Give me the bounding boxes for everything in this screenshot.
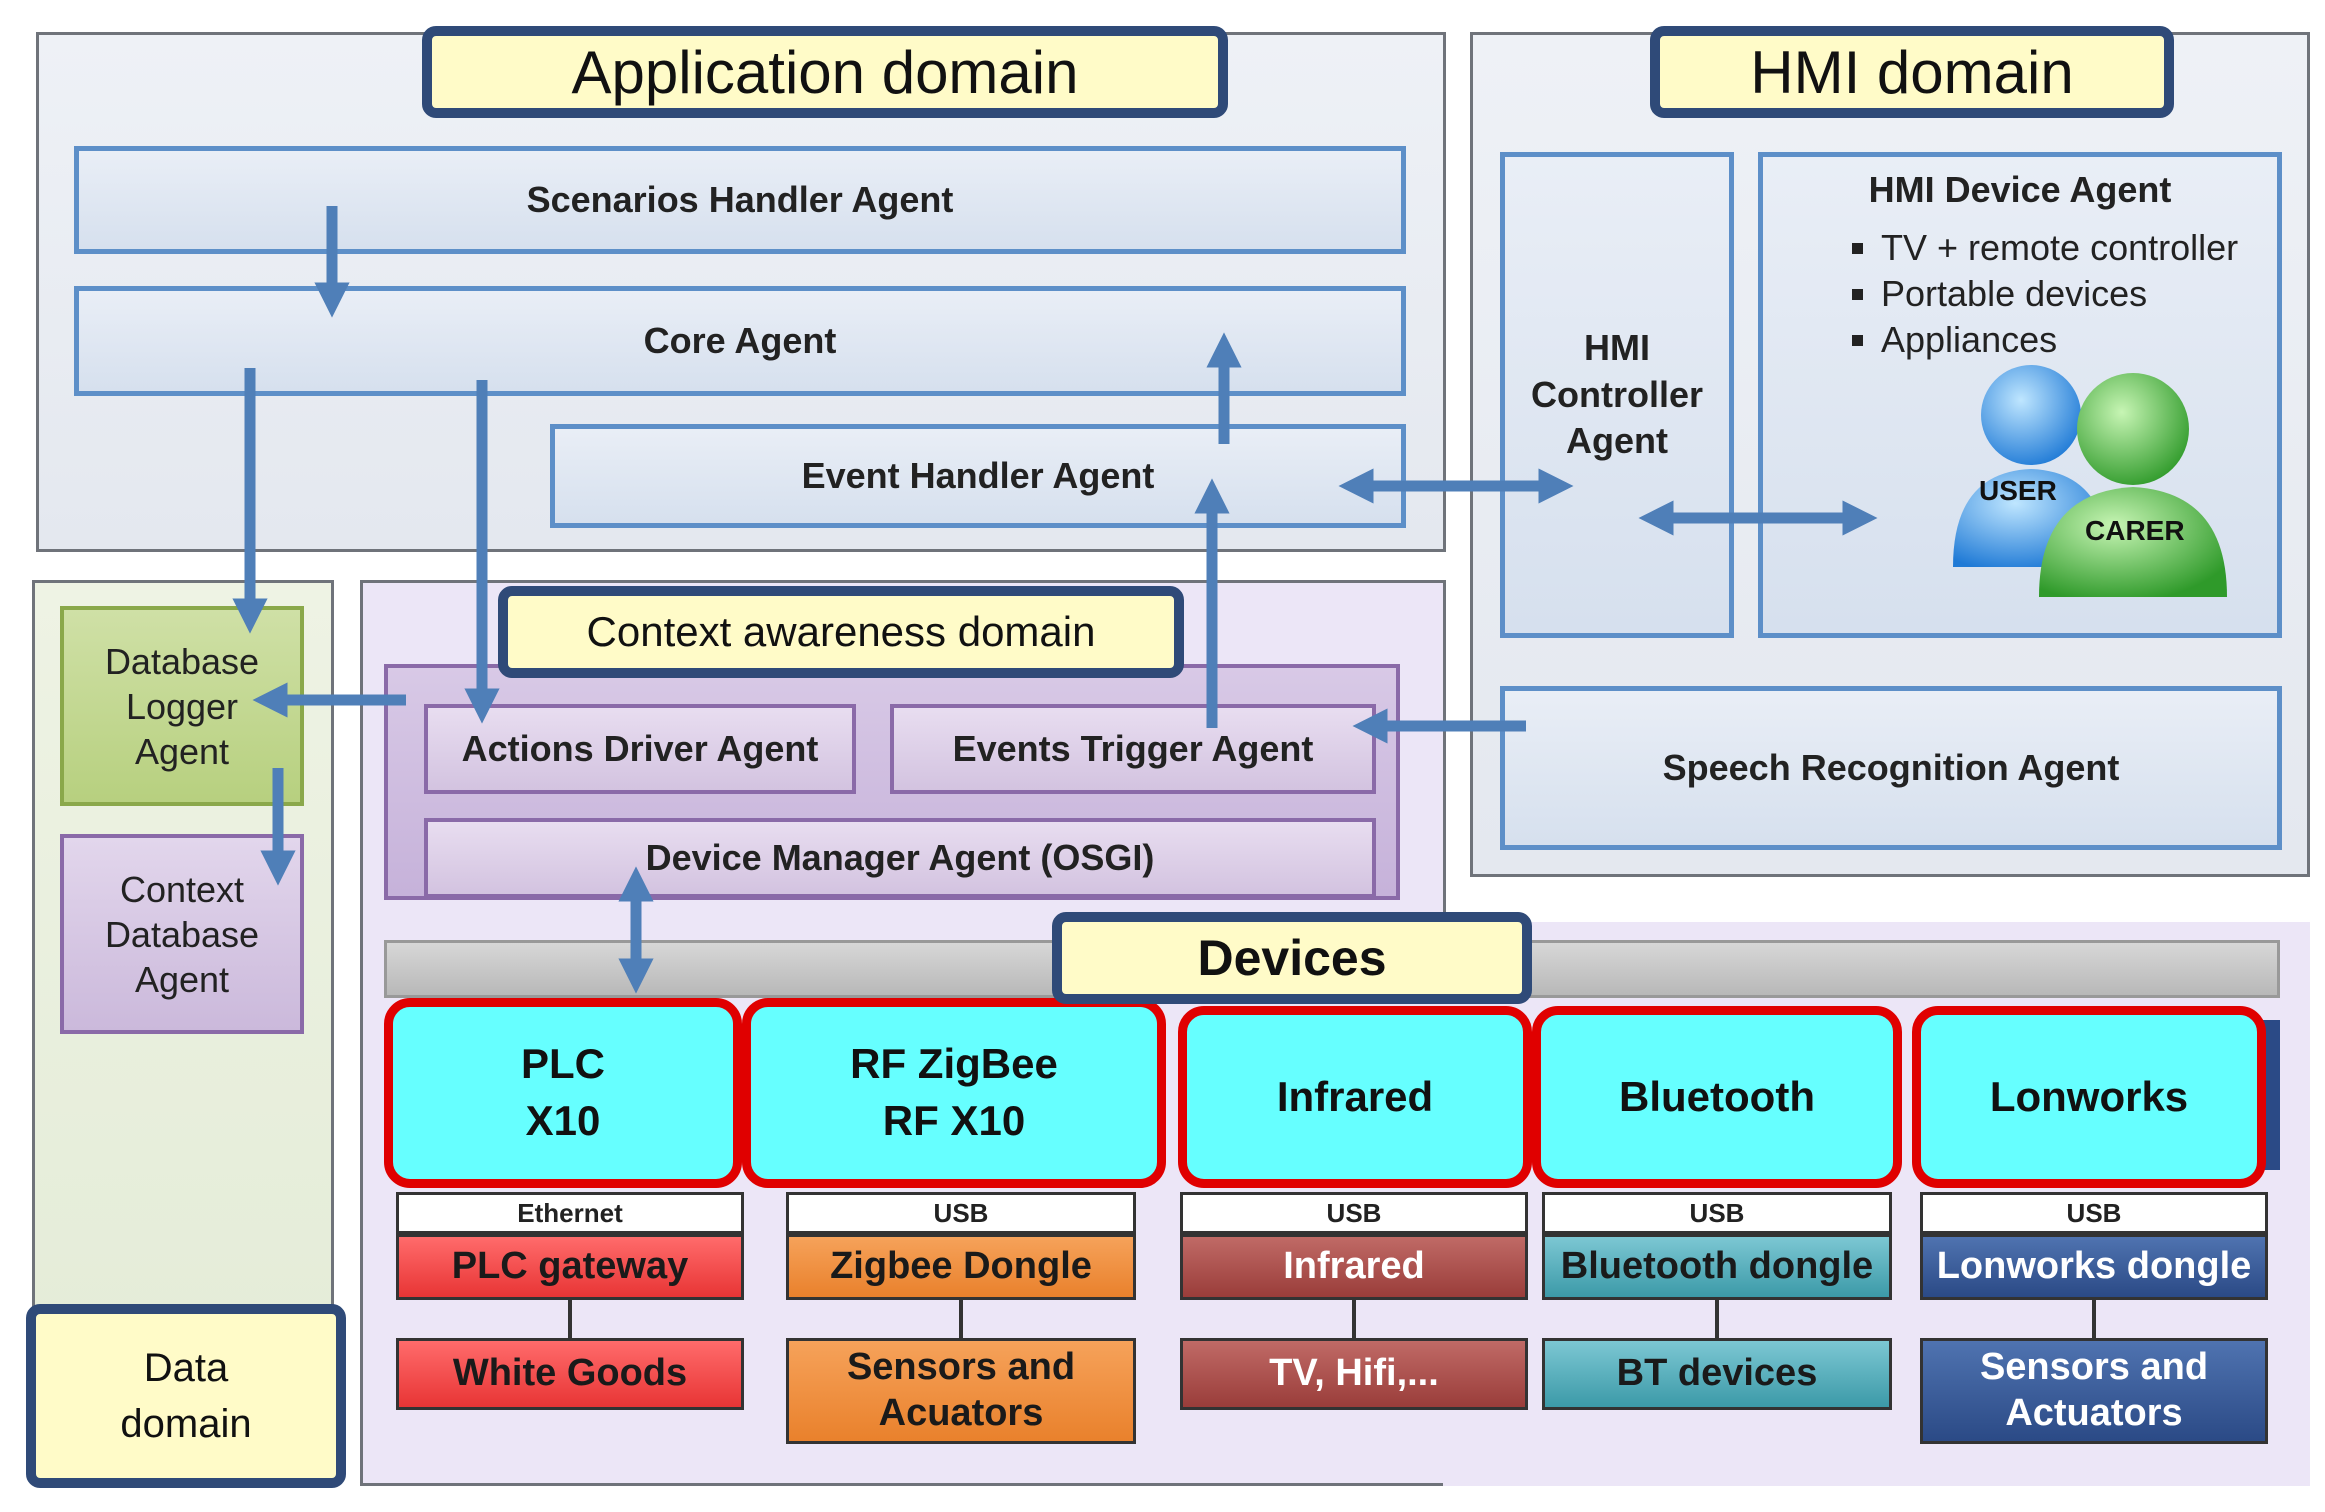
target-tile[interactable]: BT devices [1542, 1338, 1892, 1410]
scenarios-handler-agent[interactable]: Scenarios Handler Agent [74, 146, 1406, 254]
scenarios-handler-label: Scenarios Handler Agent [526, 179, 954, 220]
hmi-controller-agent[interactable]: HMI Controller Agent [1500, 152, 1734, 638]
hmi-device-agent-title: HMI Device Agent [1868, 169, 2172, 210]
device-lonworks[interactable]: Lonworks [1912, 1006, 2266, 1188]
target-tile[interactable]: TV, Hifi,... [1180, 1338, 1528, 1410]
hmi-controller-line-1: HMI [1584, 326, 1650, 368]
database-logger-agent[interactable]: Database Logger Agent [60, 606, 304, 806]
hmi-device-item: Portable devices [1881, 271, 2277, 317]
hmi-device-list: TV + remote controller Portable devices … [1763, 225, 2277, 363]
actions-driver-agent[interactable]: Actions Driver Agent [424, 704, 856, 794]
connection-label: USB [1180, 1192, 1528, 1234]
link-line [568, 1300, 572, 1338]
core-agent-label: Core Agent [643, 320, 837, 361]
adapter-tile[interactable]: PLC gateway [396, 1234, 744, 1300]
connection-label: USB [1920, 1192, 2268, 1234]
speech-recognition-agent[interactable]: Speech Recognition Agent [1500, 686, 2282, 850]
device-manager-agent[interactable]: Device Manager Agent (OSGI) [424, 818, 1376, 898]
speech-agent-label: Speech Recognition Agent [1662, 747, 2120, 788]
link-line [2092, 1300, 2096, 1338]
adapter-tile[interactable]: Zigbee Dongle [786, 1234, 1136, 1300]
device-bluetooth[interactable]: Bluetooth [1532, 1006, 1902, 1188]
hmi-device-agent[interactable]: HMI Device Agent TV + remote controller … [1758, 152, 2282, 638]
user-label: USER [1979, 475, 2057, 506]
hmi-controller-line-2: Controller [1530, 373, 1703, 415]
connection-label: USB [786, 1192, 1136, 1234]
event-handler-agent[interactable]: Event Handler Agent [550, 424, 1406, 528]
event-handler-label: Event Handler Agent [801, 455, 1155, 496]
target-tile[interactable]: Sensors and Actuators [1920, 1338, 2268, 1444]
hmi-domain-title: HMI domain [1650, 26, 2174, 118]
connection-label: Ethernet [396, 1192, 744, 1234]
carer-label: CARER [2085, 515, 2185, 546]
adapter-tile[interactable]: Lonworks dongle [1920, 1234, 2268, 1300]
target-tile[interactable]: Sensors and Acuators [786, 1338, 1136, 1444]
connection-label: USB [1542, 1192, 1892, 1234]
context-database-agent[interactable]: Context Database Agent [60, 834, 304, 1034]
link-line [959, 1300, 963, 1338]
device-rf-zigbee[interactable]: RF ZigBee RF X10 [742, 998, 1166, 1188]
core-agent[interactable]: Core Agent [74, 286, 1406, 396]
application-domain-title: Application domain [422, 26, 1228, 118]
device-plc-x10[interactable]: PLC X10 [384, 998, 742, 1188]
users-icon [1953, 365, 2227, 597]
devices-title: Devices [1052, 912, 1532, 1004]
device-infrared[interactable]: Infrared [1178, 1006, 1532, 1188]
hmi-device-item: TV + remote controller [1881, 225, 2277, 271]
adapter-tile[interactable]: Infrared [1180, 1234, 1528, 1300]
events-trigger-agent[interactable]: Events Trigger Agent [890, 704, 1376, 794]
link-line [1715, 1300, 1719, 1338]
carer-figure [2039, 373, 2227, 597]
target-tile[interactable]: White Goods [396, 1338, 744, 1410]
context-awareness-title: Context awareness domain [498, 586, 1184, 678]
adapter-tile[interactable]: Bluetooth dongle [1542, 1234, 1892, 1300]
link-line [1352, 1300, 1356, 1338]
data-domain-title: Data domain [26, 1304, 346, 1488]
hmi-controller-line-3: Agent [1566, 420, 1668, 462]
hmi-device-item: Appliances [1881, 317, 2277, 363]
